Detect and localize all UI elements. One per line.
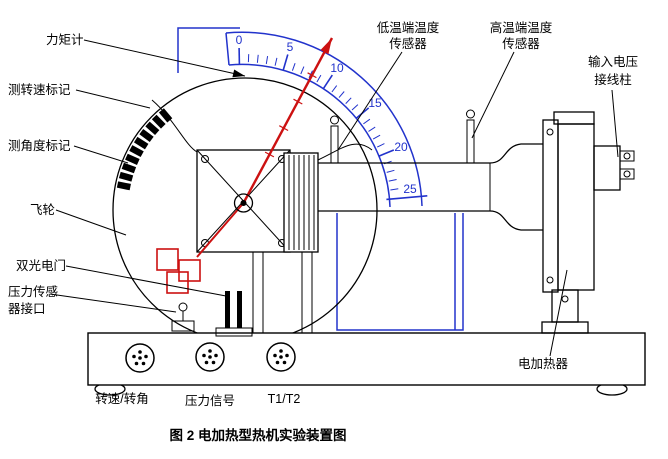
cylinder-fins	[283, 152, 319, 253]
engine-supports	[252, 252, 313, 333]
scale-tick-label: 10	[330, 61, 344, 75]
heater-column	[551, 289, 579, 323]
leader-lines	[49, 39, 619, 357]
label-speed-mark: 测转速标记	[8, 82, 71, 97]
socket-pressure-signal	[195, 342, 225, 372]
socket-speed-angle	[125, 343, 155, 373]
label-socket-temp: T1/T2	[268, 392, 301, 406]
cutaway-line	[151, 99, 198, 153]
counterweight	[166, 271, 189, 294]
heater-foot	[541, 321, 589, 334]
scale-tick-label: 15	[368, 96, 382, 110]
counterweight	[178, 259, 201, 282]
label-angle-mark: 测角度标记	[8, 138, 71, 153]
label-photogate: 双光电门	[16, 258, 66, 273]
label-socket-speed: 转速/转角	[95, 391, 148, 406]
binding-post	[619, 168, 635, 180]
label-high-temp-1: 高温端温度	[490, 20, 553, 35]
figure-caption: 图 2 电加热型热机实验装置图	[169, 427, 346, 443]
label-pressure-port-2: 器接口	[8, 301, 46, 316]
high-temp-sensor	[466, 109, 475, 164]
socket-temperature	[266, 342, 296, 372]
label-flywheel: 飞轮	[30, 203, 55, 217]
protractor-scale: 0 5 10 15 20 25	[177, 27, 428, 208]
counterweight	[156, 248, 179, 271]
leader-arrowhead	[232, 69, 245, 78]
label-voltage-1: 输入电压	[588, 54, 638, 69]
label-low-temp-2: 传感器	[389, 36, 427, 51]
scale-tick-label: 5	[287, 40, 294, 54]
label-low-temp-1: 低温端温度	[377, 20, 440, 35]
scale-tick-label: 25	[403, 182, 417, 196]
base-plate	[87, 332, 646, 386]
connecting-tube	[318, 143, 543, 231]
scale-tick-label: 0	[236, 33, 243, 47]
heater-unit	[542, 111, 635, 323]
pressure-sensor-port	[171, 302, 195, 332]
label-heater: 电加热器	[518, 357, 569, 371]
torque-pointer	[156, 37, 334, 294]
stand-plate	[336, 213, 464, 331]
pointer-tip	[320, 38, 332, 55]
speed-angle-marks	[116, 108, 173, 191]
pivot	[233, 193, 254, 213]
double-photogate	[215, 291, 253, 337]
cutaway-line	[317, 143, 373, 161]
label-socket-pressure: 压力信号	[185, 394, 235, 408]
label-pressure-port-1: 压力传感	[8, 284, 58, 299]
label-torque-meter: 力矩计	[46, 33, 84, 47]
scale-tick-label: 20	[394, 140, 408, 154]
binding-post	[619, 150, 635, 162]
label-voltage-2: 接线柱	[594, 72, 632, 87]
terminal-block	[593, 145, 621, 191]
label-high-temp-2: 传感器	[502, 36, 540, 51]
scale-ticks	[238, 47, 428, 201]
low-temp-sensor	[330, 115, 339, 164]
